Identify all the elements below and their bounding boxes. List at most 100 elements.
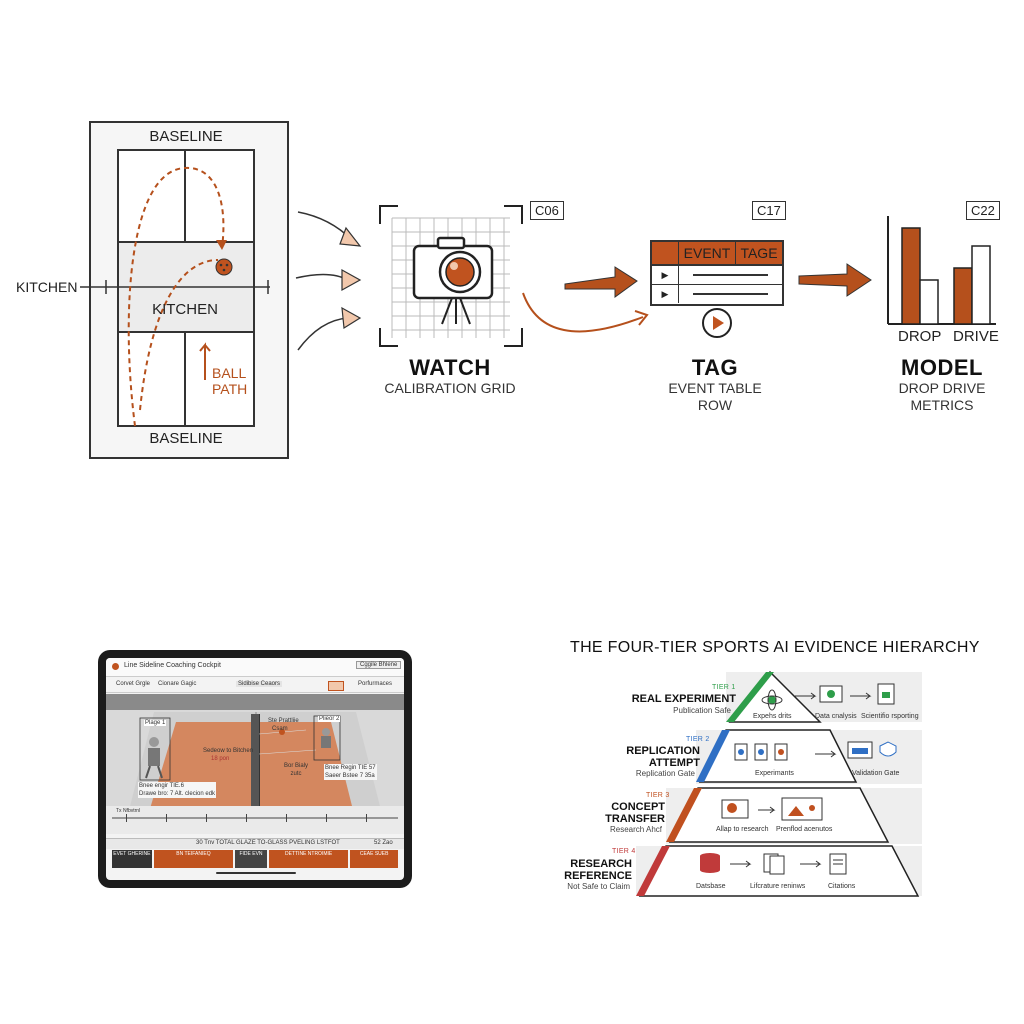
tier4-name-2: REFERENCE <box>564 870 632 882</box>
player2-label: Plieor 2 <box>318 716 341 722</box>
report-icon <box>877 683 895 705</box>
kitchen-side-label: KITCHEN <box>16 279 78 295</box>
toolbar-item[interactable]: Cionare Gagic <box>158 681 197 687</box>
stage-title-tag: TAG <box>691 355 739 380</box>
tier2-sub: Replication Gate <box>635 769 695 778</box>
bar-drop-1 <box>901 227 921 325</box>
hierarchy-title: THE FOUR-TIER SPORTS AI EVIDENCE HIERARC… <box>570 639 980 656</box>
tier2-item: Validation Gate <box>852 770 900 777</box>
calibration-grid-icon <box>379 205 523 347</box>
bar-drive-2 <box>971 245 991 325</box>
tier2-name-1: REPLICATION <box>626 745 700 757</box>
timeline-label: Tx Nfbvtrnl <box>116 808 141 814</box>
predicted-scenarios-icon <box>781 797 823 821</box>
tier3-sub: Research Ahcf <box>609 825 662 834</box>
play-small-icon: ▶ <box>652 266 679 284</box>
toolbar-item[interactable]: Corvet Grgle <box>116 681 151 687</box>
stage-code-watch: C06 <box>530 201 564 220</box>
toolbar-item[interactable]: Sidibise Ceaors <box>236 681 283 687</box>
bottom-cell[interactable]: CEAE SUEB <box>350 850 398 868</box>
court-diagram: BASELINE BASELINE KITCHEN KITCHEN BALL P… <box>0 110 300 470</box>
tier3-item: Prenflod acenutos <box>776 826 833 833</box>
annotation-right-line1: Bnee Regin TIE 57 <box>325 765 376 771</box>
app-toolbar: Corvet Grgle Cionare Gagic Sidibise Ceao… <box>106 678 404 693</box>
stage-sub-model-2: METRICS <box>910 397 974 413</box>
tier2-item: Experimants <box>755 770 794 777</box>
pyramid-svg <box>636 670 922 897</box>
event-table-header: EVENT TAGE <box>652 242 782 266</box>
annotation-bottom-left: Bnee engir TIE.6 Drawe bro: 7 Alt. cleci… <box>138 782 217 798</box>
stage-code-model: C22 <box>966 201 1000 220</box>
tier4-num: TIER 4 <box>612 848 636 855</box>
table-row: ▶ <box>652 266 782 285</box>
tier3-name-1: CONCEPT <box>611 801 665 813</box>
status-right: 52 Zao <box>374 840 393 846</box>
tier3-shape <box>668 787 890 843</box>
tablet-device: Line Sideline Coaching Cockpit Cggile Bh… <box>98 650 412 888</box>
annotation-left: Sedeow to Bitchen <box>203 748 254 754</box>
table-row: ▶ <box>652 285 782 303</box>
bottom-cell[interactable]: BN TEIFANIEQ <box>153 850 234 868</box>
atom-icon <box>761 689 783 711</box>
bar-label-drive: DRIVE <box>953 328 999 345</box>
tier4-item: Datsbase <box>696 883 726 890</box>
tier3-num: TIER 3 <box>646 792 670 799</box>
stage-title-model: MODEL <box>901 355 983 380</box>
annotation-center-line2: zutc <box>290 771 302 777</box>
top-center-label: Ste Prattliie <box>268 718 299 724</box>
annotation-center-line1: Bor Bialy <box>284 763 309 769</box>
ball-icon <box>215 258 233 276</box>
tier2-name-2: ATTEMPT <box>648 757 700 769</box>
research-map-icon <box>721 799 749 819</box>
annotation-left-sub: 18 pon <box>211 756 230 762</box>
input-arrows <box>295 211 362 351</box>
citations-icon <box>829 853 847 875</box>
tier4-item: Citations <box>828 883 856 890</box>
baseline-bottom-label: BASELINE <box>149 430 223 447</box>
app-title: Line Sideline Coaching Cockpit <box>124 662 221 669</box>
play-button-icon[interactable] <box>700 306 734 340</box>
tag-to-model-arrow <box>798 263 872 297</box>
watch-to-tag-arrows <box>522 266 649 333</box>
player1-label: Plage 1 <box>144 720 167 726</box>
bottom-cells: EVET GHERINE BN TEIFANIEQ FIDE EVN DETTI… <box>112 850 398 868</box>
database-icon <box>700 853 720 873</box>
header-button[interactable]: Cggile Bhlene <box>356 661 402 669</box>
stage-code-tag: C17 <box>752 201 786 220</box>
ball-path-label: BALL PATH <box>212 365 247 397</box>
tier1-sub: Publication Safe <box>673 706 731 715</box>
tier1-num: TIER 1 <box>712 684 736 691</box>
ball-marker-icon <box>279 729 285 735</box>
court-svg <box>80 121 289 459</box>
annotation-right-line2: Saeer Bstee 7 35a <box>325 773 375 779</box>
toolbar-toggle[interactable] <box>328 681 344 691</box>
tier4-item: Lifcrature reninws <box>750 883 806 890</box>
app-header: Line Sideline Coaching Cockpit Cggile Bh… <box>106 658 404 677</box>
stage-title-watch: WATCH <box>409 355 491 380</box>
annotation-center: Bor Bialy zutc <box>284 762 308 778</box>
stage-sub-model-1: DROP DRIVE <box>898 380 986 396</box>
data-analysis-icon <box>819 685 843 703</box>
tablet-screen: Line Sideline Coaching Cockpit Cggile Bh… <box>106 658 404 880</box>
tier4-sub: Not Safe to Claim <box>567 882 630 891</box>
play-small-icon: ▶ <box>652 285 679 303</box>
bottom-cell[interactable]: EVET GHERINE <box>112 850 152 868</box>
tier3-item: Allap to research <box>716 826 769 833</box>
annotation-bottom-left-line2: Drawe bro: 7 Alt. clecion edk <box>139 791 216 797</box>
tier1-item: Expehs drits <box>753 713 792 720</box>
event-col-header: EVENT <box>679 242 736 264</box>
ball-path-line1: BALL <box>212 365 247 381</box>
bar-drop-2 <box>919 279 939 325</box>
stage-sub-tag-2: ROW <box>697 397 733 413</box>
home-indicator <box>216 872 296 874</box>
baseline-top-label: BASELINE <box>149 128 223 145</box>
bottom-cell[interactable]: FIDE EVN <box>235 850 267 868</box>
toolbar-item[interactable]: Porfurmaces <box>358 681 393 687</box>
bottom-cell[interactable]: DETTINE NTROIMIE <box>268 850 349 868</box>
validation-gate-icon <box>847 741 897 759</box>
event-table: EVENT TAGE ▶ ▶ <box>650 240 784 306</box>
stage-sub-watch: CALIBRATION GRID <box>384 380 516 396</box>
player1-box <box>139 717 171 781</box>
annotation-right: Bnee Regin TIE 57 Saeer Bstee 7 35a <box>324 764 377 780</box>
bar-chart-icon <box>887 216 996 325</box>
